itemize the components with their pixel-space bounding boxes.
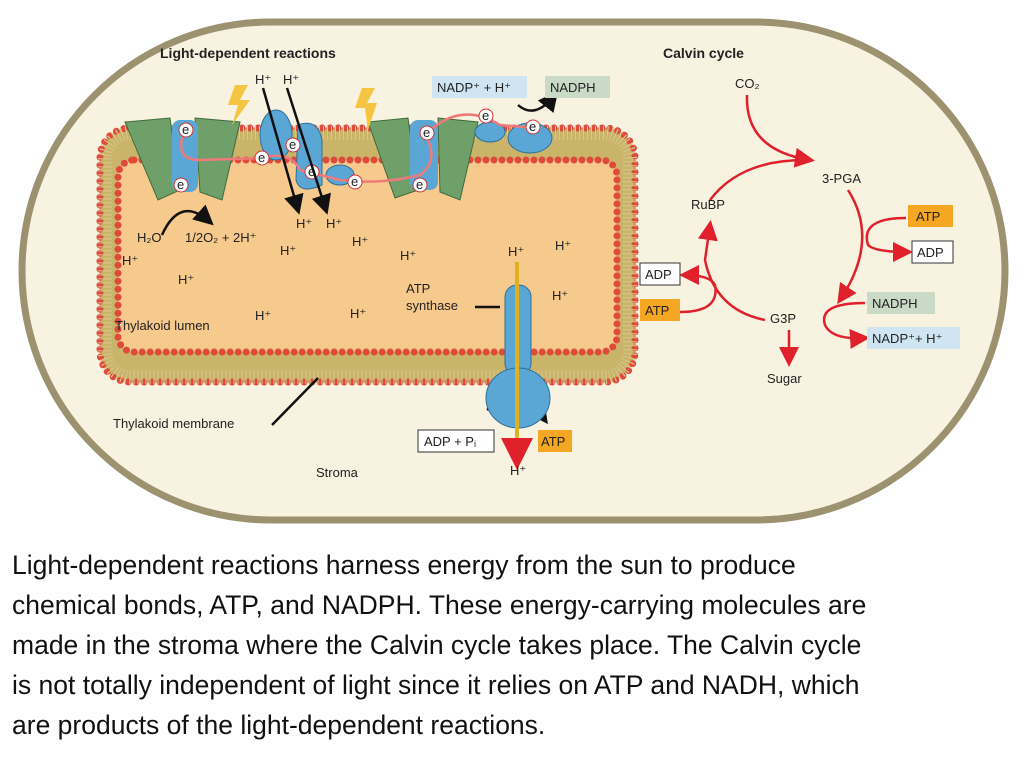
svg-text:e: e	[529, 119, 536, 134]
svg-text:e: e	[482, 108, 489, 123]
svg-text:H⁺: H⁺	[400, 248, 416, 263]
sugar-label: Sugar	[767, 371, 802, 386]
thylakoid-lumen	[114, 156, 621, 356]
caption-line: are products of the light-dependent reac…	[12, 710, 546, 740]
svg-text:H⁺: H⁺	[326, 216, 342, 231]
svg-text:e: e	[182, 122, 189, 137]
h-ion-label: H⁺	[283, 72, 299, 87]
svg-text:H⁺: H⁺	[178, 272, 194, 287]
rubp-label: RuBP	[691, 197, 725, 212]
svg-text:H⁺: H⁺	[555, 238, 571, 253]
svg-text:H⁺: H⁺	[255, 308, 271, 323]
svg-text:H⁺: H⁺	[296, 216, 312, 231]
electron-markers: e e e e e e e e e e	[173, 108, 541, 193]
h-ion-label: H⁺	[255, 72, 271, 87]
light-reactions-title: Light-dependent reactions	[160, 45, 336, 61]
lumen-h-ions: H⁺H⁺ H⁺H⁺ H⁺H⁺ H⁺H⁺ H⁺H⁺ H⁺H⁺	[122, 216, 571, 323]
adp-label: ADP	[645, 267, 672, 282]
calvin-cycle-arrows	[679, 94, 913, 367]
electron-path	[179, 113, 536, 183]
lumen-label: Thylakoid lumen	[115, 318, 210, 333]
atp-synthase-label: synthase	[406, 298, 458, 313]
atp-synthase	[485, 262, 551, 470]
nadph-label: NADPH	[550, 80, 596, 95]
water-label: H₂O	[137, 230, 162, 245]
svg-text:e: e	[258, 150, 265, 165]
svg-text:H⁺: H⁺	[350, 306, 366, 321]
atp-label: ATP	[541, 434, 565, 449]
3pga-label: 3-PGA	[822, 171, 861, 186]
photosynthesis-diagram: e e e e e e e e e e Light-dependent reac…	[18, 18, 1009, 524]
svg-text:H⁺: H⁺	[352, 234, 368, 249]
svg-text:H⁺: H⁺	[122, 253, 138, 268]
nadp-label: NADP⁺ + H⁺	[437, 80, 511, 95]
caption-line: chemical bonds, ATP, and NADPH. These en…	[12, 590, 867, 620]
svg-text:e: e	[423, 125, 430, 140]
thylakoid	[96, 124, 639, 386]
h-ion-label: H⁺	[510, 463, 526, 478]
svg-text:e: e	[177, 177, 184, 192]
caption-line: is not totally independent of light sinc…	[12, 670, 860, 700]
membrane-label: Thylakoid membrane	[113, 416, 234, 431]
svg-text:e: e	[351, 174, 358, 189]
caption-line: made in the stroma where the Calvin cycl…	[12, 630, 862, 660]
lightning-icon	[228, 85, 377, 130]
adp-pi-label: ADP + Pᵢ	[424, 434, 476, 449]
caption: Light-dependent reactions harness energy…	[12, 545, 1017, 745]
svg-text:e: e	[416, 177, 423, 192]
svg-text:H⁺: H⁺	[508, 244, 524, 259]
adp-label: ADP	[917, 245, 944, 260]
caption-line: Light-dependent reactions harness energy…	[12, 550, 796, 580]
atp-synthase-label: ATP	[406, 281, 430, 296]
co2-label: CO₂	[735, 76, 760, 91]
svg-text:H⁺: H⁺	[552, 288, 568, 303]
atp-label: ATP	[916, 209, 940, 224]
atp-label: ATP	[645, 303, 669, 318]
g3p-label: G3P	[770, 311, 796, 326]
nadph-label: NADPH	[872, 296, 918, 311]
nadp-reductase	[474, 121, 553, 154]
stroma-label: Stroma	[316, 465, 359, 480]
nadp-label: NADP⁺+ H⁺	[872, 331, 942, 346]
oxygen-label: 1/2O₂ + 2H⁺	[185, 230, 257, 245]
calvin-title: Calvin cycle	[663, 45, 744, 61]
svg-text:e: e	[308, 164, 315, 179]
svg-text:H⁺: H⁺	[280, 243, 296, 258]
svg-text:e: e	[289, 137, 296, 152]
